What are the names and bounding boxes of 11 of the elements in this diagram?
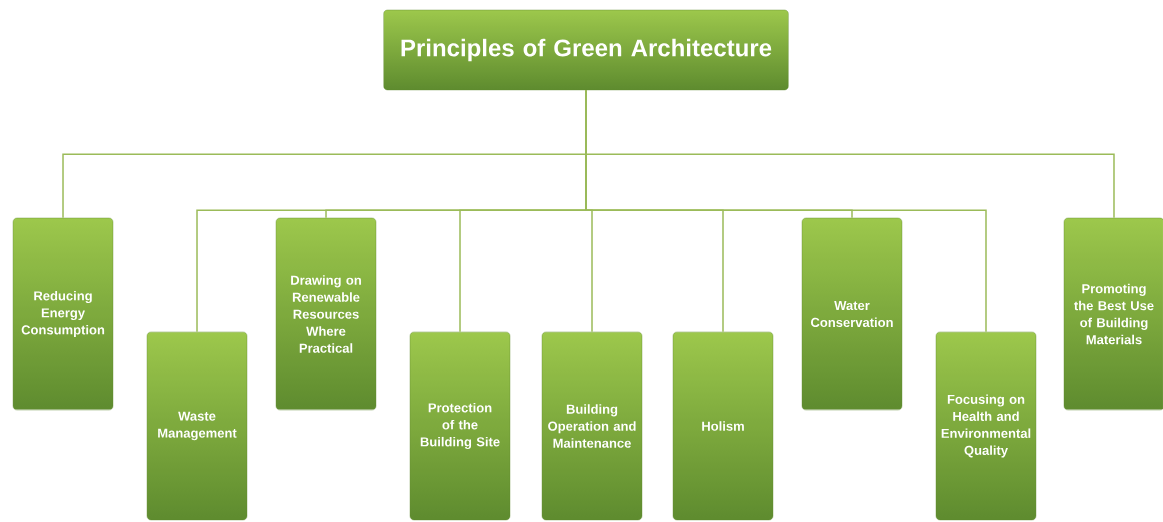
connector-line: [585, 89, 1115, 219]
principle-box: Holism: [672, 331, 774, 521]
principle-box: Building Operation and Maintenance: [541, 331, 643, 521]
principle-box: Focusing on Health and Environmental Quality: [935, 331, 1037, 521]
principle-box: Waste Management: [146, 331, 248, 521]
principle-box: Promoting the Best Use of Building Materials: [1063, 217, 1163, 411]
title-box: Principles of Green Architecture: [383, 9, 789, 91]
principle-box: Reducing Energy Consumption: [12, 217, 114, 411]
principle-box: Protection of the Building Site: [409, 331, 511, 521]
principle-box: Water Conservation: [801, 217, 903, 411]
principle-box: Drawing on Renewable Resources Where Practical: [275, 217, 377, 411]
